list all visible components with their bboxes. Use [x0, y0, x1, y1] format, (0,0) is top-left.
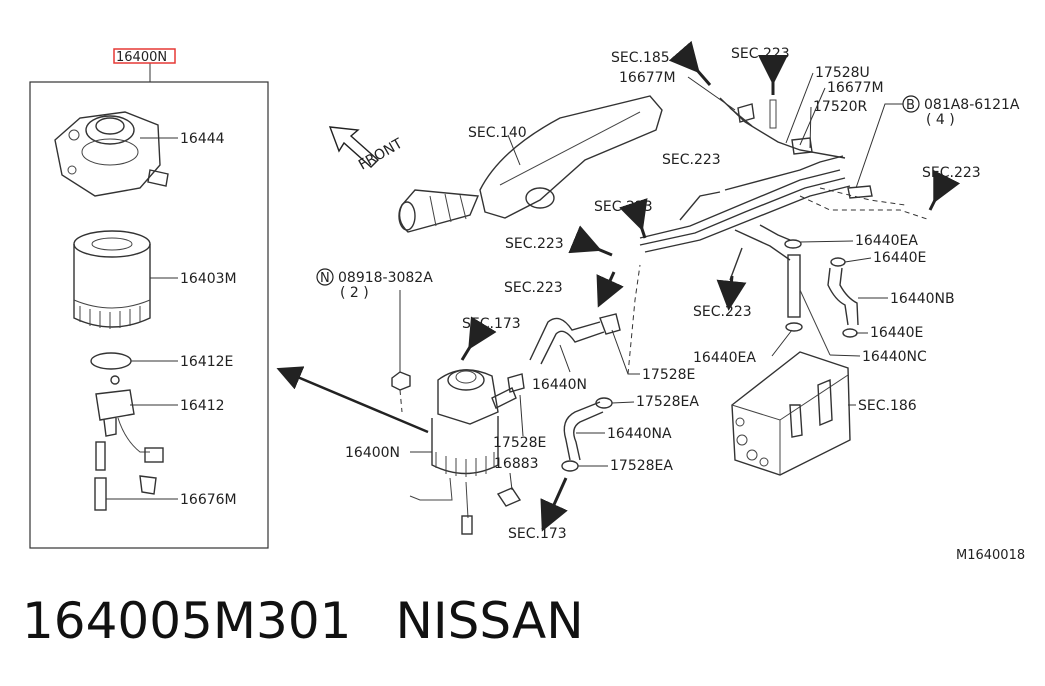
hose-16440n: [529, 313, 621, 373]
label-16677m-a: 16677M: [619, 70, 676, 86]
label-sec185: SEC.185: [611, 50, 670, 66]
label-16444: 16444: [180, 131, 225, 147]
bolt-symbol: B: [906, 98, 915, 113]
inset-title-highlight: [113, 48, 176, 64]
label-16400n: 16400N: [345, 445, 400, 461]
label-16677m-b: 16677M: [827, 80, 884, 96]
label-sec223-e: SEC.223: [693, 304, 752, 320]
label-sec223-mid: SEC.223: [662, 152, 721, 168]
arrow-sec223-left: [568, 225, 613, 257]
label-16440e-b: 16440E: [870, 325, 923, 341]
intake-manifold-part: [398, 95, 663, 233]
label-sec223-top: SEC.223: [731, 46, 790, 62]
label-sec186: SEC.186: [858, 398, 917, 414]
inset-panel: 16400N 16444 16403M 16412E: [29, 48, 269, 549]
label-16412e: 16412E: [180, 354, 233, 370]
label-16412: 16412: [180, 398, 225, 414]
filter-cartridge-part: [73, 230, 178, 329]
label-16676m: 16676M: [180, 492, 237, 508]
nut-quantity: ( 2 ): [340, 285, 369, 301]
hose-16440nb: [827, 267, 888, 326]
label-16440n: 16440N: [532, 377, 587, 393]
inset-frame: [29, 81, 269, 549]
footer-brand: NISSAN: [395, 592, 584, 650]
arrow-sec223-c: [619, 198, 648, 239]
footer-part-number: 164005M301: [22, 592, 352, 650]
label-sec223-right: SEC.223: [922, 165, 981, 181]
label-17520r: 17520R: [813, 99, 868, 115]
nut-symbol: N: [320, 271, 330, 286]
hose-vertical: [785, 254, 803, 332]
label-16440na: 16440NA: [607, 426, 672, 442]
front-direction-arrow: FRONT: [328, 126, 406, 173]
arrow-sec185: [668, 40, 712, 86]
label-16403m: 16403M: [180, 271, 237, 287]
inset-title: 16400N: [116, 50, 167, 65]
pointer-arrow: [276, 366, 429, 434]
label-16440ea-b: 16440EA: [693, 350, 756, 366]
arrow-sec173-top: [460, 316, 497, 361]
front-label: FRONT: [356, 135, 406, 173]
nut-part-number: 08918-3082A: [338, 270, 433, 286]
label-sec140: SEC.140: [468, 125, 527, 141]
label-sec223-left: SEC.223: [505, 236, 564, 252]
clip-17528e-b: [507, 373, 525, 437]
label-16440nb: 16440NB: [890, 291, 955, 307]
diagram-code: M1640018: [956, 548, 1025, 563]
label-sec223-d: SEC.223: [504, 280, 563, 296]
label-17528e-a: 17528E: [642, 367, 695, 383]
fuel-line-harness: [639, 97, 931, 261]
o-ring-part: [90, 352, 178, 370]
drain-hose-part: [94, 441, 178, 511]
label-16440nc: 16440NC: [862, 349, 927, 365]
label-17528ea-a: 17528EA: [636, 394, 699, 410]
label-sec173-top: SEC.173: [462, 316, 521, 332]
label-16440e-a: 16440E: [873, 250, 926, 266]
arrow-sec223-right: [928, 169, 961, 211]
nut-callout: N 08918-3082A ( 2 ): [316, 268, 433, 413]
footer-caption: 164005M301 NISSAN: [22, 592, 584, 650]
filter-head-part: [54, 111, 178, 197]
bolt-quantity: ( 4 ): [926, 112, 955, 128]
label-sec223-c: SEC.223: [594, 199, 653, 215]
label-17528e-b: 17528E: [493, 435, 546, 451]
arrow-sec223-e: [716, 275, 747, 311]
label-16440ea-a: 16440EA: [855, 233, 918, 249]
arrow-sec223-d: [596, 271, 624, 308]
label-17528u: 17528U: [815, 65, 870, 81]
fuel-filter-assembly: [409, 369, 517, 535]
bolt-part-number: 081A8-6121A: [924, 97, 1020, 113]
bolt-callout: B 081A8-6121A ( 4 ): [847, 95, 1020, 199]
arrow-sec173-bottom: [540, 477, 568, 532]
injection-pump-part: [731, 351, 856, 476]
label-16883: 16883: [494, 456, 539, 472]
hose-16440na: [561, 401, 605, 472]
water-sensor-part: [95, 375, 178, 463]
label-sec173-bottom: SEC.173: [508, 526, 567, 542]
label-17528ea-b: 17528EA: [610, 458, 673, 474]
